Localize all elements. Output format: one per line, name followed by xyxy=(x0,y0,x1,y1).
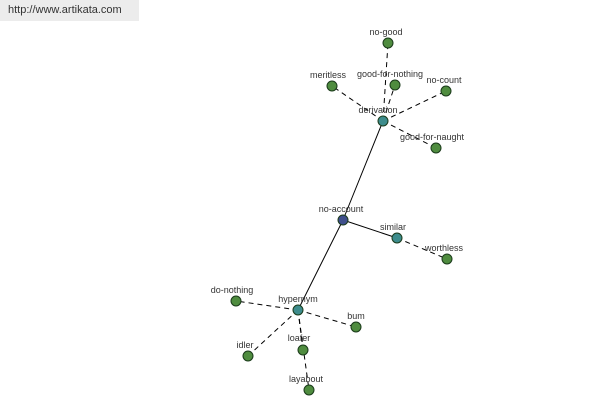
word-node-idler-label[interactable]: idler xyxy=(236,340,253,350)
word-node-idler-dot[interactable] xyxy=(242,350,254,362)
word-node-meritless-label[interactable]: meritless xyxy=(310,70,347,80)
root-node-label[interactable]: no-account xyxy=(319,204,364,214)
edge-derivation-no-count xyxy=(382,90,447,122)
graph-nodes: no-account derivation no-good meritless good… xyxy=(211,27,465,396)
word-node-loafer[interactable]: loafer xyxy=(288,333,311,356)
edge-hypernym-do-nothing xyxy=(235,300,299,311)
word-node-bum-dot[interactable] xyxy=(350,321,362,333)
edge-root-hypernym xyxy=(297,219,344,311)
edge-root-derivation xyxy=(342,120,384,221)
word-node-no-count[interactable]: no-count xyxy=(426,75,462,97)
word-node-no-count-dot[interactable] xyxy=(440,85,452,97)
word-node-bum[interactable]: bum xyxy=(347,311,365,333)
relation-node-derivation-dot[interactable] xyxy=(377,115,389,127)
word-node-worthless-dot[interactable] xyxy=(441,253,453,265)
word-node-good-for-naught[interactable]: good-for-naught xyxy=(400,132,465,154)
edge-derivation-meritless xyxy=(331,85,384,122)
edge-derivation-good-for-nothing xyxy=(382,84,396,122)
word-node-good-for-nothing-dot[interactable] xyxy=(389,79,401,91)
word-node-worthless[interactable]: worthless xyxy=(424,243,464,265)
relation-node-similar[interactable]: similar xyxy=(380,222,406,244)
root-node-dot[interactable] xyxy=(337,214,349,226)
edge-hypernym-idler xyxy=(247,309,299,357)
word-node-good-for-naught-label[interactable]: good-for-naught xyxy=(400,132,465,142)
word-node-no-good-label[interactable]: no-good xyxy=(369,27,402,37)
word-node-layabout-label[interactable]: layabout xyxy=(289,374,324,384)
word-node-bum-label[interactable]: bum xyxy=(347,311,365,321)
source-banner: http://www.artikata.com xyxy=(0,0,139,21)
relation-node-derivation-label[interactable]: derivation xyxy=(358,105,397,115)
word-node-no-good-dot[interactable] xyxy=(382,37,394,49)
word-node-good-for-naught-dot[interactable] xyxy=(430,142,442,154)
word-node-do-nothing-label[interactable]: do-nothing xyxy=(211,285,254,295)
word-node-good-for-nothing[interactable]: good-for-nothing xyxy=(357,69,423,91)
edge-derivation-no-good xyxy=(382,42,389,122)
relation-node-hypernym[interactable]: hypernym xyxy=(278,294,318,316)
relation-node-hypernym-dot[interactable] xyxy=(292,304,304,316)
relation-node-similar-label[interactable]: similar xyxy=(380,222,406,232)
graph-edges xyxy=(235,42,448,391)
edge-derivation-good-for-naught xyxy=(382,120,437,149)
word-node-layabout-dot[interactable] xyxy=(303,384,315,396)
word-node-no-good[interactable]: no-good xyxy=(369,27,403,49)
word-node-loafer-dot[interactable] xyxy=(297,344,309,356)
relation-node-derivation[interactable]: derivation xyxy=(358,105,398,127)
word-node-meritless-dot[interactable] xyxy=(326,80,338,92)
word-node-idler[interactable]: idler xyxy=(236,340,254,362)
word-node-do-nothing[interactable]: do-nothing xyxy=(211,285,254,307)
word-node-good-for-nothing-label[interactable]: good-for-nothing xyxy=(357,69,423,79)
relation-node-similar-dot[interactable] xyxy=(391,232,403,244)
edge-hypernym-bum xyxy=(297,309,357,328)
word-node-no-count-label[interactable]: no-count xyxy=(426,75,462,85)
edge-similar-worthless xyxy=(396,237,448,260)
word-node-layabout[interactable]: layabout xyxy=(289,374,324,396)
relation-node-hypernym-label[interactable]: hypernym xyxy=(278,294,318,304)
source-url[interactable]: http://www.artikata.com xyxy=(8,4,122,16)
edge-root-similar xyxy=(342,219,398,239)
root-node[interactable]: no-account xyxy=(319,204,364,226)
word-node-do-nothing-dot[interactable] xyxy=(230,295,242,307)
word-node-meritless[interactable]: meritless xyxy=(310,70,347,92)
word-node-worthless-label[interactable]: worthless xyxy=(424,243,464,253)
word-node-loafer-label[interactable]: loafer xyxy=(288,333,311,343)
